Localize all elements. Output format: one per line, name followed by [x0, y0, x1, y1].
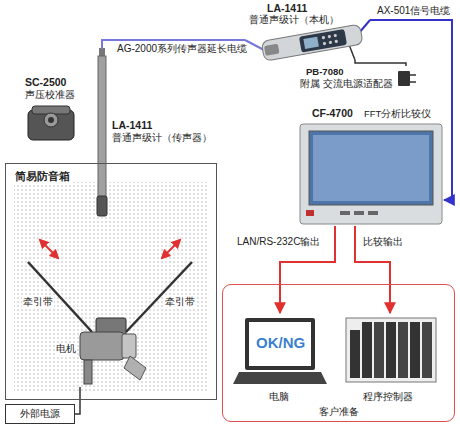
node-title: LA-1411: [111, 119, 153, 132]
plc-node: 程序控制器: [341, 313, 441, 405]
soundproof-box: 简易防音箱LA-1411普通声级计（传声器）电机: [5, 163, 217, 400]
node-title: CF-4700: [312, 107, 353, 120]
calibrator-node: SC-2500声压校准器: [25, 76, 107, 142]
node-text: 普通声级计（本机）: [249, 14, 339, 25]
dotted-fill: [14, 182, 209, 392]
microphone-node: LA-1411普通声级计（传声器）: [93, 49, 211, 217]
node-title: 程序控制器: [363, 391, 413, 403]
motor-node: 电机: [51, 317, 151, 387]
node-text: 声压校准器: [25, 89, 75, 101]
meter-node: LA-1411普通声级计（本机）: [245, 0, 370, 60]
node-title: LA-1411: [267, 2, 307, 15]
edge-label: 比较输出: [362, 236, 404, 248]
plc-figure: [346, 318, 436, 382]
laptop-figure: [233, 318, 327, 384]
adapter-node: PB-7080附属 交流电源适配器: [300, 66, 410, 96]
customer-box: 客户准备 OK/NG 电脑 程序控制器: [222, 284, 455, 422]
edge-label: LAN/RS-232C输出: [236, 236, 321, 248]
node-text: 电脑: [269, 391, 289, 403]
power-box: 外部电源: [5, 404, 75, 424]
node-title: 电机: [55, 343, 77, 355]
node-title: 简易防音箱: [14, 170, 71, 183]
part-label: 牵引带: [164, 296, 196, 308]
connector: [75, 387, 80, 414]
node-text: 普通声级计（传声器）: [111, 132, 213, 143]
node-text: 附属 交流电源适配器: [300, 78, 393, 89]
sound-level-meter: [245, 20, 370, 61]
node-title: SC-2500: [25, 76, 66, 89]
node-title: PB-7080: [306, 66, 344, 77]
node-text: FFT分析比较仪: [364, 108, 431, 119]
edge-label: AG-2000系列传声器延长电缆: [116, 43, 248, 55]
computer-node: OK/NG 电脑: [236, 313, 326, 405]
motor-figure: [80, 318, 146, 384]
microphone-stick: [97, 48, 107, 216]
edge-label: AX-501信号电缆: [376, 5, 451, 17]
analyzer-node: CF-4700 FFT分析比较仪: [298, 106, 444, 226]
calibrator-icon: [28, 106, 74, 140]
analyzer-device: [300, 124, 442, 224]
part-label: 牵引带: [22, 296, 54, 308]
node-title: 外部电源: [20, 408, 60, 420]
ac-adapter-plug: [398, 71, 416, 86]
node-title: OK/NG: [256, 334, 305, 352]
connector: [355, 60, 406, 66]
node-title: 客户准备: [319, 406, 359, 418]
